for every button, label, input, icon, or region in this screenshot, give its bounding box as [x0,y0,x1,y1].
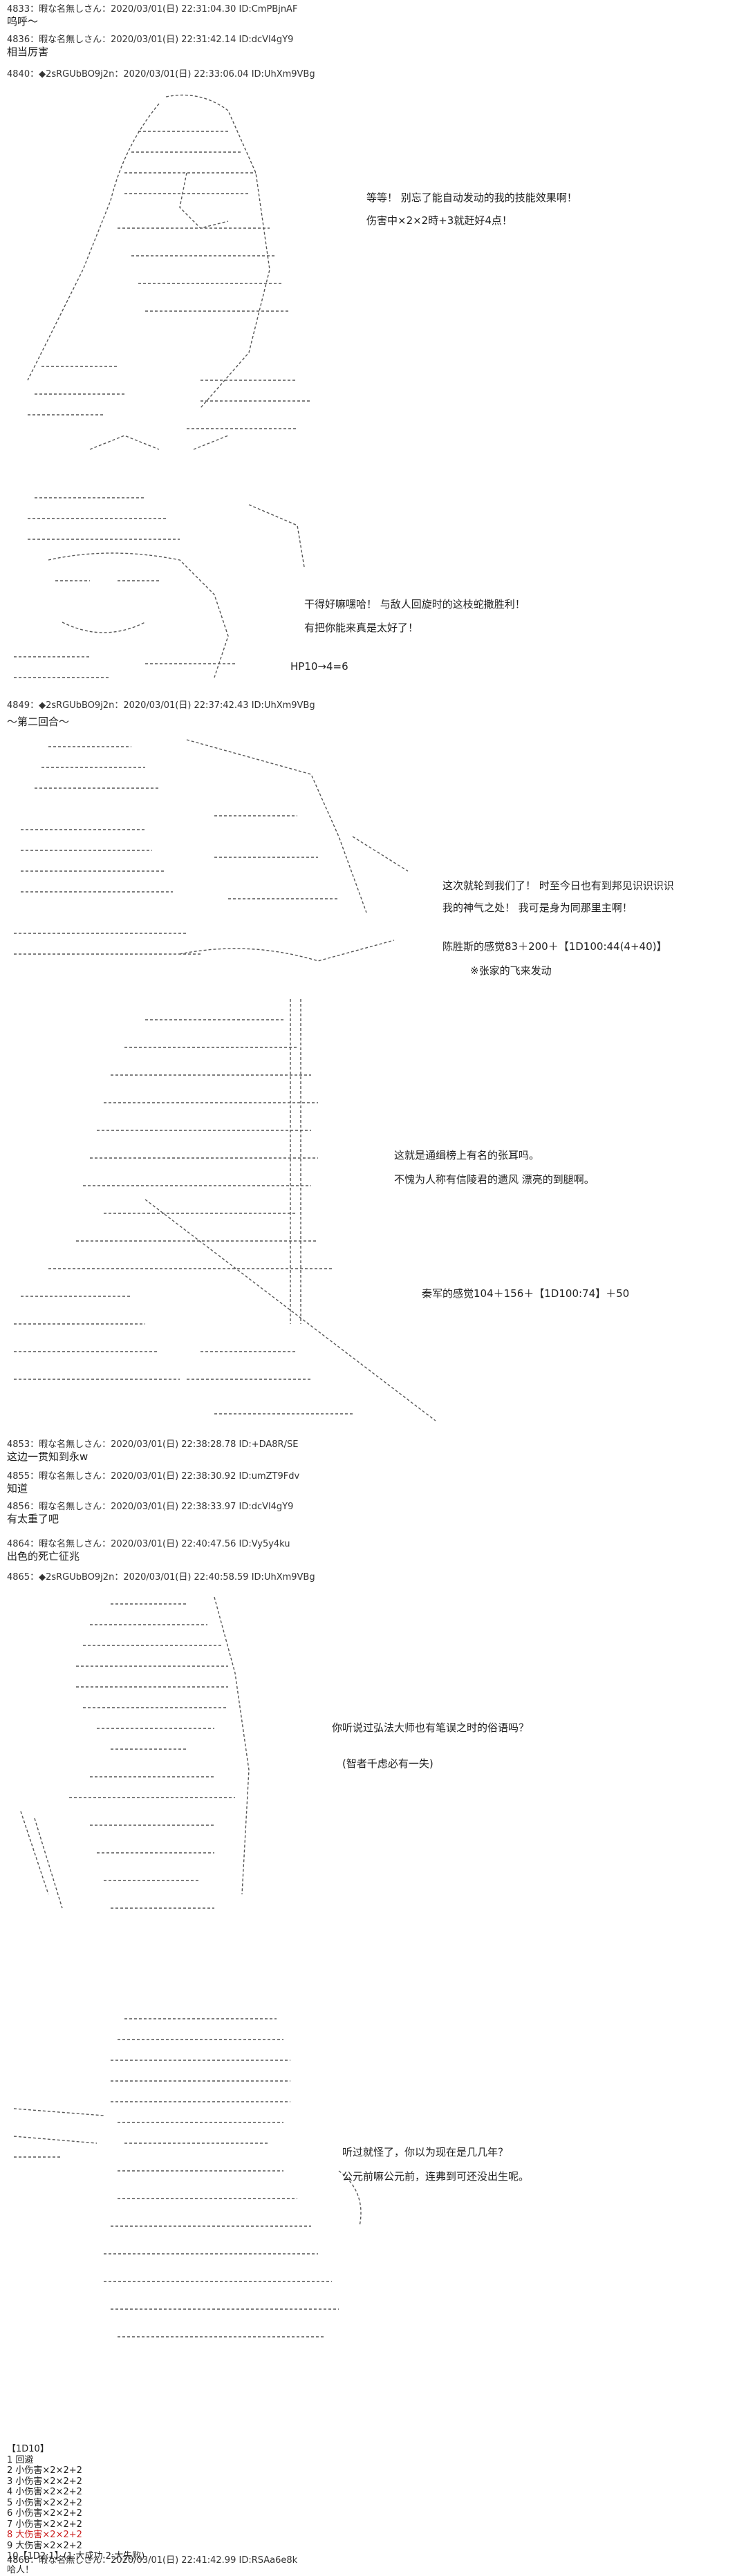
dialog-line: 听过就怪了，你以为现在是几几年？ [342,2146,509,2158]
roll-option: 6 小伤害×2×2+2 [7,2508,82,2519]
dialog-line: 我的神气之处！ 我可是身为同那里主啊！ [442,902,633,914]
roll-option: 1 回避 [7,2454,34,2465]
roll-option: 5 小伤害×2×2+2 [7,2497,82,2508]
post-header: 4856：暇な名無しさん：2020/03/01(日) 22:38:33.97 I… [7,1502,294,1512]
dialog-line: 伤害中×2×2時+3就赶好4点！ [366,214,512,227]
post-header: 4833：暇な名無しさん：2020/03/01(日) 22:31:04.30 I… [7,4,298,15]
dialog-line: 这就是通缉榜上有名的张耳吗。 [394,1149,540,1161]
post-header: 4865：◆2sRGUbBO9j2n：2020/03/01(日) 22:40:5… [7,1572,315,1583]
post-body: 有太重了吧 [7,1513,59,1525]
post-body: 哈人！ [7,2565,35,2575]
roll-option: 9 大伤害×2×2+2 [7,2540,82,2551]
roll-title: 【1D10】 [7,2444,49,2454]
post-header: 4855：暇な名無しさん：2020/03/01(日) 22:38:30.92 I… [7,1471,300,1482]
dialog-line: 秦军的感觉104＋156＋【1D100:74】＋50 [422,1287,630,1300]
dialog-line: (智者千虑必有一失) [342,1757,433,1770]
post-body: 呜呼～ [7,15,39,28]
dialog-line: ※张家的飞来发动 [470,964,552,977]
ascii-art-figure [7,992,449,1435]
roll-option: 2 小伤害×2×2+2 [7,2465,82,2476]
post-body: 知道 [7,1482,28,1495]
ascii-art-figure [7,2005,380,2364]
dialog-line: HP10→4=6 [290,660,348,673]
ascii-art-figure [7,484,311,691]
post-header: 4840：◆2sRGUbBO9j2n：2020/03/01(日) 22:33:0… [7,69,315,80]
dialog-line: 等等！ 别忘了能自动发动的我的技能效果啊！ [366,192,577,204]
dialog-line: 不愧为人称有信陵君的遗风 漂亮的到腿啊。 [394,1173,595,1186]
roll-option: 3 小伤害×2×2+2 [7,2476,82,2487]
post-body: ～第二回合～ [7,716,70,728]
roll-option: 10【1D2:1】(1:大成功 2:大失败) [7,2551,145,2561]
roll-option-highlighted: 8 大伤害×2×2+2 [7,2530,82,2540]
ascii-art-figure [21,90,366,463]
post-header: 4868：暇な名無しさん：2020/03/01(日) 22:41:42.99 I… [7,2555,298,2566]
post-body: 相当厉害 [7,46,49,58]
post-body: 出色的死亡征兆 [7,1550,80,1562]
dialog-line: 你听说过弘法大师也有笔误之时的俗语吗？ [332,1721,530,1734]
dialog-line: 陈胜斯的感觉83＋200＋【1D100:44(4+40)】 [442,940,667,953]
dialog-line: 公元前嘛公元前，连弗到可还没出生呢。 [342,2170,530,2183]
ascii-art-figure [7,733,436,982]
dialog-line: 有把你能来真是太好了！ [304,622,419,634]
roll-option: 4 小伤害×2×2+2 [7,2487,82,2497]
post-header: 4864：暇な名無しさん：2020/03/01(日) 22:40:47.56 I… [7,1539,290,1549]
dice-roll-table: 【1D10】 1 回避 2 小伤害×2×2+2 3 小伤害×2×2+2 4 小伤… [7,2444,144,2562]
post-header: 4836：暇な名無しさん：2020/03/01(日) 22:31:42.14 I… [7,35,294,45]
post-header: 4853：暇な名無しさん：2020/03/01(日) 22:38:28.78 I… [7,1439,299,1450]
ascii-art-figure [7,1590,325,1922]
roll-option: 7 小伤害×2×2+2 [7,2519,82,2530]
post-header: 4849：◆2sRGUbBO9j2n：2020/03/01(日) 22:37:4… [7,700,315,711]
dialog-line: 干得好嘛嘿哈！ 与敌人回旋时的这枝蛇撒胜利！ [304,598,525,610]
post-body: 这边一贯知到永w [7,1450,88,1463]
dialog-line: 这次就轮到我们了！ 时至今日也有到邦见识识识识 [442,879,674,892]
